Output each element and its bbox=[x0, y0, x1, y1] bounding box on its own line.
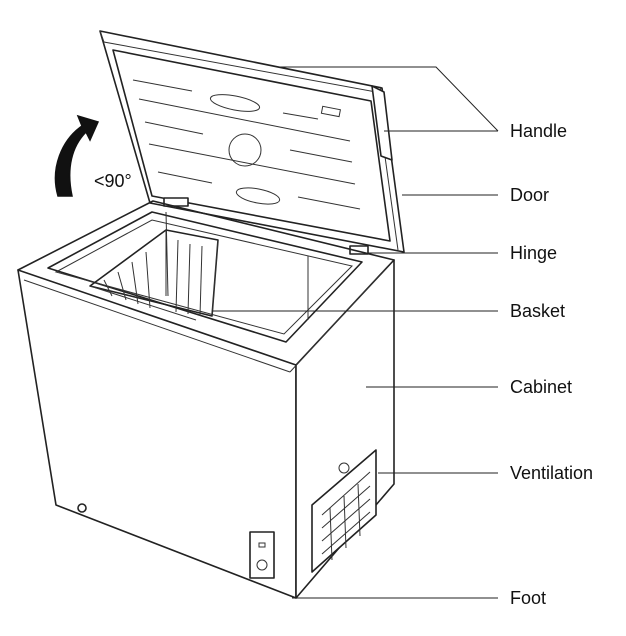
basket bbox=[89, 229, 219, 321]
label-hinge: Hinge bbox=[510, 243, 557, 263]
label-handle: Handle bbox=[510, 121, 567, 141]
angle-label: <90° bbox=[94, 171, 132, 191]
open-arrow-icon bbox=[54, 114, 100, 197]
leader-lines bbox=[212, 66, 499, 599]
ventilation-panel bbox=[311, 449, 377, 573]
handle bbox=[371, 85, 393, 161]
label-ventilation: Ventilation bbox=[510, 463, 593, 483]
label-basket: Basket bbox=[510, 301, 565, 321]
door bbox=[99, 30, 405, 253]
label-foot: Foot bbox=[510, 588, 546, 608]
label-door: Door bbox=[510, 185, 549, 205]
label-cabinet: Cabinet bbox=[510, 377, 572, 397]
